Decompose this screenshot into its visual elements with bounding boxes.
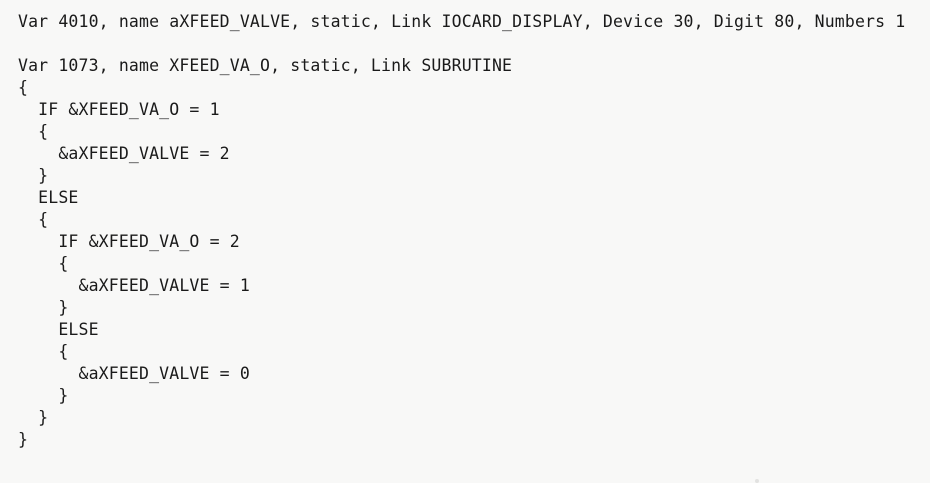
code-line: &aXFEED_VALVE = 0 — [18, 364, 250, 383]
code-line: { — [18, 342, 69, 361]
code-line: } — [18, 408, 49, 427]
code-line: ELSE — [18, 188, 79, 207]
code-line: { — [18, 210, 49, 229]
code-line: &aXFEED_VALVE = 2 — [18, 144, 230, 163]
code-line: } — [18, 386, 69, 405]
code-listing: Var 4010, name aXFEED_VALVE, static, Lin… — [18, 11, 918, 451]
code-line: } — [18, 298, 69, 317]
code-line: Var 4010, name aXFEED_VALVE, static, Lin… — [18, 12, 906, 31]
code-line: &aXFEED_VALVE = 1 — [18, 276, 250, 295]
code-line: } — [18, 166, 49, 185]
code-line: } — [18, 430, 29, 449]
code-line: { — [18, 78, 29, 97]
code-line: ELSE — [18, 320, 99, 339]
code-line: Var 1073, name XFEED_VA_O, static, Link … — [18, 56, 513, 75]
code-line: { — [18, 122, 49, 141]
code-line: IF &XFEED_VA_O = 2 — [18, 232, 240, 251]
code-line-blank — [18, 33, 918, 55]
code-line: IF &XFEED_VA_O = 1 — [18, 100, 220, 119]
code-line: { — [18, 254, 69, 273]
page-edge-artifact — [755, 479, 759, 483]
